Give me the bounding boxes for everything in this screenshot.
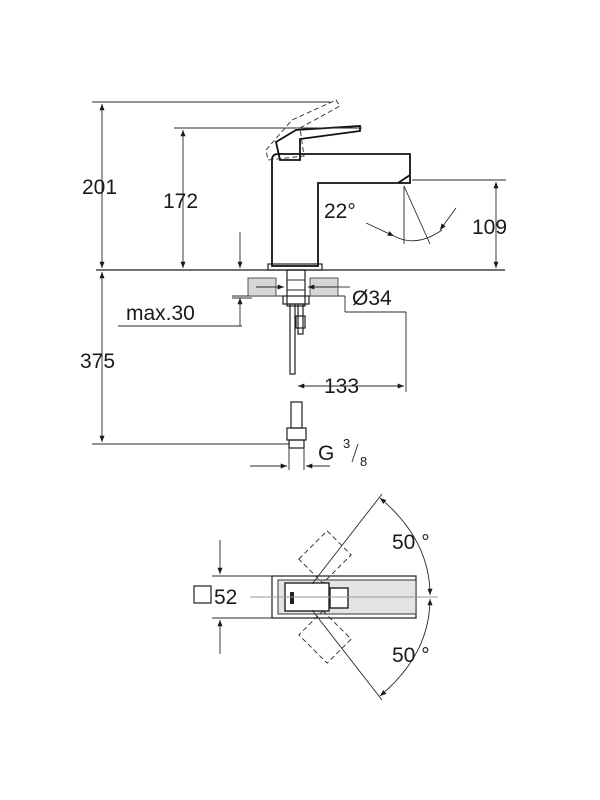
dim-label-52: 52 xyxy=(214,586,237,609)
dim-label-133: 133 xyxy=(324,375,359,398)
dim-label-375: 375 xyxy=(80,350,115,373)
top-outlet-square xyxy=(329,587,349,609)
spout-outlet xyxy=(397,174,411,184)
lever-handle xyxy=(274,125,361,161)
thread-fraction-bar xyxy=(351,443,359,463)
top-handle-slot xyxy=(290,592,294,604)
dim-label-109: 109 xyxy=(472,216,507,239)
angle-leg-down xyxy=(311,609,383,701)
hose-right xyxy=(297,303,304,335)
angle-arc-down xyxy=(379,598,433,697)
lever-position-up xyxy=(298,530,352,584)
hose-end-fitting xyxy=(290,401,303,429)
dim-label-d34: Ø34 xyxy=(352,287,392,310)
angle-leader-right xyxy=(439,207,457,231)
hose-end-nut xyxy=(286,427,307,441)
square-symbol-icon xyxy=(193,585,212,604)
dim-label-22: 22° xyxy=(324,200,356,223)
mounting-nut xyxy=(282,295,310,305)
hose-end-stub xyxy=(288,439,305,449)
side-view: 201 172 109 22° max.30 Ø34 375 xyxy=(80,99,507,470)
angle-leg-up xyxy=(311,493,383,585)
dim-label-172: 172 xyxy=(163,190,198,213)
faucet-body xyxy=(271,153,411,267)
dim-label-50-up: 50 ° xyxy=(392,531,430,554)
dim-label-50-down: 50 ° xyxy=(392,644,430,667)
angle-leader xyxy=(365,222,395,237)
spout-stream-line xyxy=(403,185,431,245)
dim-label-thread-g: G xyxy=(318,442,334,465)
top-view: 52 50 ° 50 ° xyxy=(193,493,438,701)
spout-angle-arc xyxy=(393,229,443,242)
dim-label-max30: max.30 xyxy=(126,302,195,325)
dim-label-201: 201 xyxy=(82,176,117,199)
lever-position-down xyxy=(298,610,352,664)
faucet-base xyxy=(267,263,323,271)
hose-connector xyxy=(295,315,306,329)
dim-label-thread-den: 8 xyxy=(360,454,367,469)
dim-label-thread-num: 3 xyxy=(343,436,350,451)
hose-left xyxy=(289,303,296,375)
mounting-shank xyxy=(286,269,306,307)
angle-arc-up xyxy=(379,497,433,596)
